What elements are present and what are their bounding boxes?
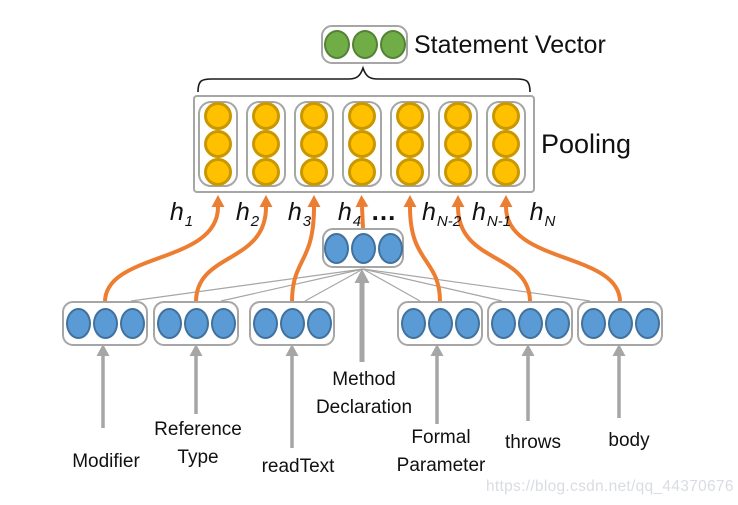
h-label-2: h2 xyxy=(235,198,260,230)
reference-type-label: Reference Type xyxy=(154,419,242,468)
orange-arrow-h3 xyxy=(290,195,321,303)
pooling-column-7 xyxy=(486,101,526,187)
h-label-N-1: hN-1 xyxy=(471,198,512,230)
orange-arrow-h1 xyxy=(103,195,225,303)
neuron-green xyxy=(323,30,350,59)
modifier-node xyxy=(62,301,148,346)
neuron-yellow xyxy=(252,102,280,130)
neuron-blue xyxy=(580,308,606,339)
neuron-blue xyxy=(490,308,516,339)
neuron-yellow xyxy=(348,130,376,158)
pooling-column-4 xyxy=(342,101,382,187)
neuron-blue xyxy=(350,232,376,264)
label-arrows xyxy=(96,269,626,448)
neuron-yellow xyxy=(252,158,280,186)
readtext-label: readText xyxy=(261,456,335,477)
h-label-N: hN xyxy=(529,198,556,230)
formal-parameter-node xyxy=(397,301,483,346)
throws-label: throws xyxy=(505,432,561,453)
neuron-blue xyxy=(65,308,91,339)
neuron-blue xyxy=(544,308,570,339)
orange-arrow-hN xyxy=(499,195,622,303)
neuron-blue xyxy=(517,308,543,339)
body-node xyxy=(577,301,663,346)
neuron-yellow xyxy=(492,130,520,158)
neuron-blue xyxy=(607,308,633,339)
neuron-blue xyxy=(454,308,480,339)
neuron-blue xyxy=(156,308,182,339)
neuron-blue xyxy=(427,308,453,339)
neuron-yellow xyxy=(444,102,472,130)
readtext-node xyxy=(249,301,335,346)
pooling-column-2 xyxy=(246,101,286,187)
orange-arrows xyxy=(103,195,622,303)
body-label: body xyxy=(608,430,650,451)
h-label-3: h3 xyxy=(287,198,312,230)
neuron-yellow xyxy=(204,102,232,130)
statement-vector-label: Statement Vector xyxy=(414,31,606,59)
neuron-green xyxy=(351,30,378,59)
h-ellipsis: ... xyxy=(371,196,397,226)
neuron-green xyxy=(379,30,406,59)
neuron-blue xyxy=(252,308,278,339)
pooling-column-6 xyxy=(438,101,478,187)
neuron-yellow xyxy=(348,158,376,186)
neuron-yellow xyxy=(204,158,232,186)
pooling-label: Pooling xyxy=(541,129,632,159)
pooling-column-5 xyxy=(390,101,430,187)
neuron-blue xyxy=(306,308,332,339)
neuron-yellow xyxy=(444,158,472,186)
orange-arrow-hN-1 xyxy=(451,195,532,303)
neuron-yellow xyxy=(348,102,376,130)
modifier-label: Modifier xyxy=(72,451,140,472)
orange-arrow-hN-2 xyxy=(403,195,442,303)
neuron-yellow xyxy=(204,130,232,158)
neuron-blue xyxy=(119,308,145,339)
neuron-yellow xyxy=(492,102,520,130)
neuron-yellow xyxy=(300,102,328,130)
h-label-N-2: hN-2 xyxy=(421,198,462,230)
neuron-blue xyxy=(210,308,236,339)
statement-vector-node xyxy=(321,25,408,64)
neuron-blue xyxy=(323,232,349,264)
throws-node xyxy=(487,301,573,346)
neuron-yellow xyxy=(492,158,520,186)
orange-arrow-h4 xyxy=(355,195,369,229)
formal-parameter-label: Formal Parameter xyxy=(396,427,486,476)
neuron-yellow xyxy=(300,158,328,186)
brace xyxy=(197,65,531,93)
neuron-yellow xyxy=(300,130,328,158)
h-label-4: h4 xyxy=(337,198,362,230)
neuron-yellow xyxy=(252,130,280,158)
neuron-blue xyxy=(183,308,209,339)
reference-type-node xyxy=(153,301,239,346)
h-label-1: h1 xyxy=(169,198,194,230)
watermark: https://blog.csdn.net/qq_44370676 xyxy=(486,478,734,495)
method-declaration-label: Method Declaration xyxy=(315,369,413,418)
neuron-blue xyxy=(279,308,305,339)
neuron-blue xyxy=(92,308,118,339)
pooling-column-3 xyxy=(294,101,334,187)
neuron-blue xyxy=(634,308,660,339)
neuron-blue xyxy=(400,308,426,339)
pooling-column-1 xyxy=(198,101,238,187)
orange-arrow-h2 xyxy=(194,195,273,303)
neuron-yellow xyxy=(444,130,472,158)
neuron-yellow xyxy=(396,158,424,186)
neuron-yellow xyxy=(396,102,424,130)
method-declaration-node xyxy=(322,228,404,268)
neuron-yellow xyxy=(396,130,424,158)
neuron-blue xyxy=(377,232,403,264)
